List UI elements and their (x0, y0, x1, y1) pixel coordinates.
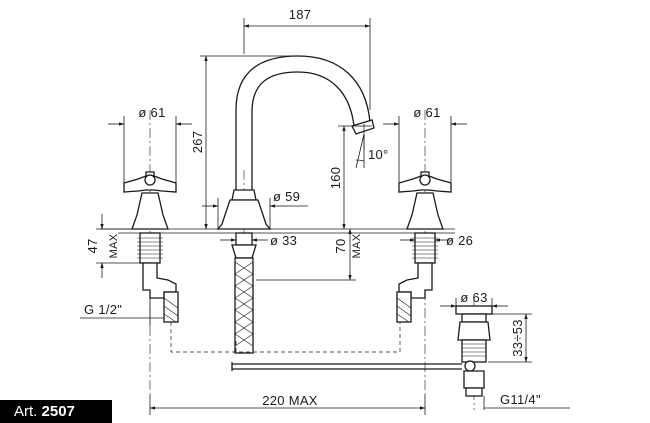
label-deck-thickness: 47 (85, 238, 100, 253)
label-waste-thread: G11/4" (500, 392, 541, 407)
right-threaded-body (412, 237, 438, 259)
label-handle-diameter-right: ø 61 (413, 105, 440, 120)
dim-spout-base-diameter (202, 198, 308, 229)
label-inlet-thread: G 1/2" (84, 302, 122, 317)
waste-drain (455, 300, 493, 410)
dim-waste-thread (483, 396, 570, 410)
label-spout-height: 267 (190, 131, 205, 154)
left-cross-handle (123, 171, 177, 193)
article-label: Art. 2507 (0, 400, 112, 423)
label-centres: 220 MAX (262, 393, 318, 408)
article-number: 2507 (41, 403, 75, 420)
spout-shank-knurl (234, 261, 254, 347)
dim-handle-diameter-right (383, 116, 467, 186)
dim-shank-length (256, 228, 356, 281)
dim-inlet-thread (80, 298, 164, 326)
dim-waste-diameter (440, 298, 508, 308)
article-prefix: Art. (14, 403, 38, 420)
label-handle-diameter-left: ø 61 (138, 105, 165, 120)
left-threaded-body (137, 237, 163, 259)
dim-outlet-height (338, 125, 372, 230)
label-valve-hole-diameter: ø 26 (446, 233, 473, 248)
label-spout-angle: 10° (368, 147, 389, 162)
label-shank-length-max: MAX (351, 233, 363, 258)
label-waste-height: 33÷53 (510, 319, 525, 357)
label-spout-base-diameter: ø 59 (273, 189, 300, 204)
right-cross-handle (398, 171, 452, 193)
label-deck-thickness-max: MAX (108, 233, 120, 258)
dim-centres (149, 395, 426, 415)
dim-handle-diameter-left (108, 116, 192, 186)
right-valve (396, 110, 452, 395)
dim-spout-reach (243, 18, 371, 110)
dim-spout-height (200, 55, 296, 230)
dim-deck-thickness (96, 214, 140, 278)
hoses (170, 322, 462, 371)
dim-spout-angle (355, 133, 365, 169)
label-shank-length: 70 (333, 238, 348, 253)
spout (216, 55, 375, 354)
left-valve (123, 110, 179, 395)
label-spout-hole-diameter: ø 33 (270, 233, 297, 248)
dim-waste-height (488, 313, 532, 363)
label-outlet-height: 160 (328, 167, 343, 190)
label-spout-reach: 187 (289, 7, 312, 22)
label-waste-diameter: ø 63 (460, 290, 487, 305)
